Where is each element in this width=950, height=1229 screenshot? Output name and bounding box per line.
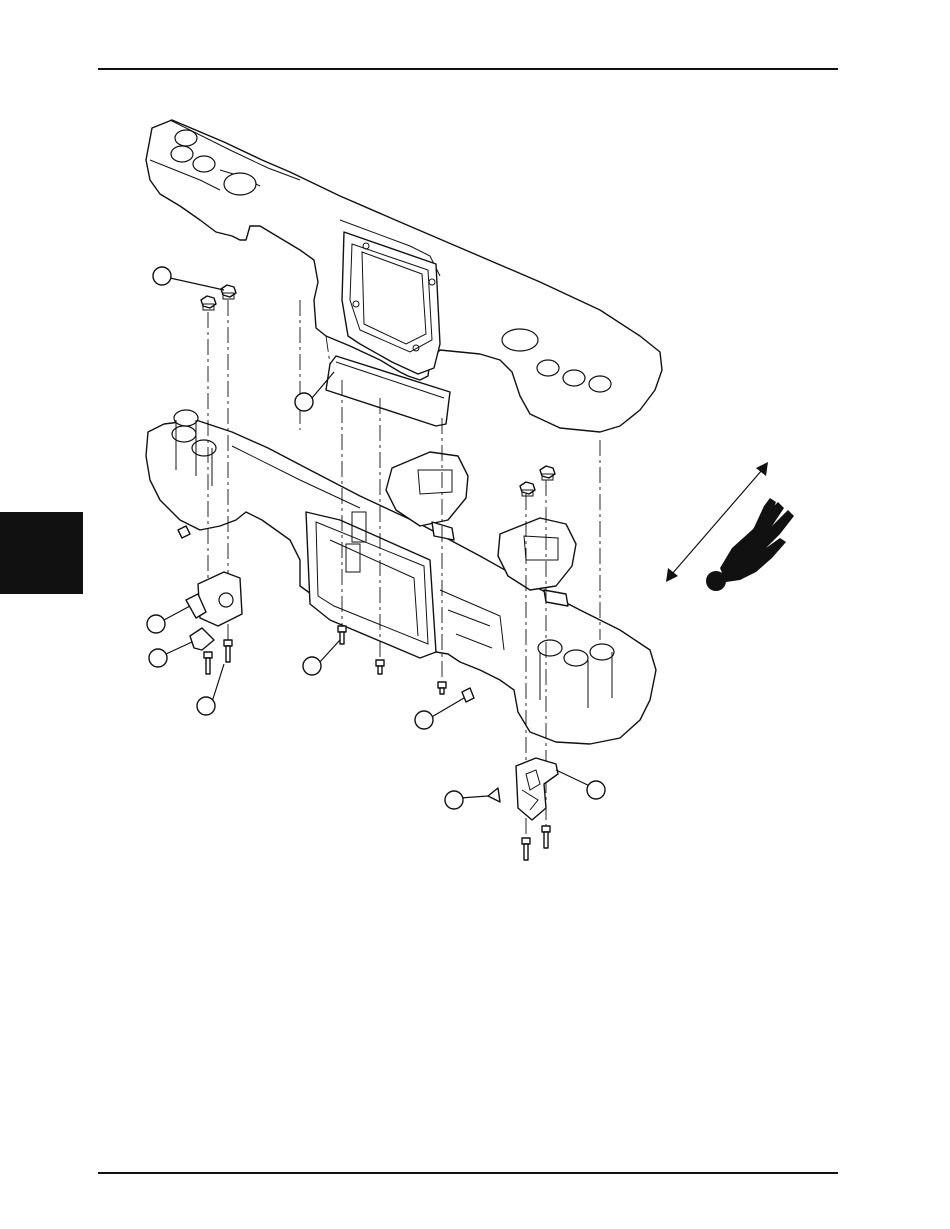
callout-circle-5 [197,697,215,715]
callout-circle-7 [415,711,433,729]
callout-circle-1 [153,267,171,285]
nuts-right [520,466,555,496]
callout-circle-6 [303,657,321,675]
callout-circle-4 [149,649,167,667]
callout-circle-9 [587,781,605,799]
callout-circle-8 [445,791,463,809]
callout-circle-3 [147,615,165,633]
hand-direction-icon [706,498,794,591]
left-bracket [186,572,242,650]
right-bracket [488,758,558,820]
callout-circle-2 [295,393,313,411]
